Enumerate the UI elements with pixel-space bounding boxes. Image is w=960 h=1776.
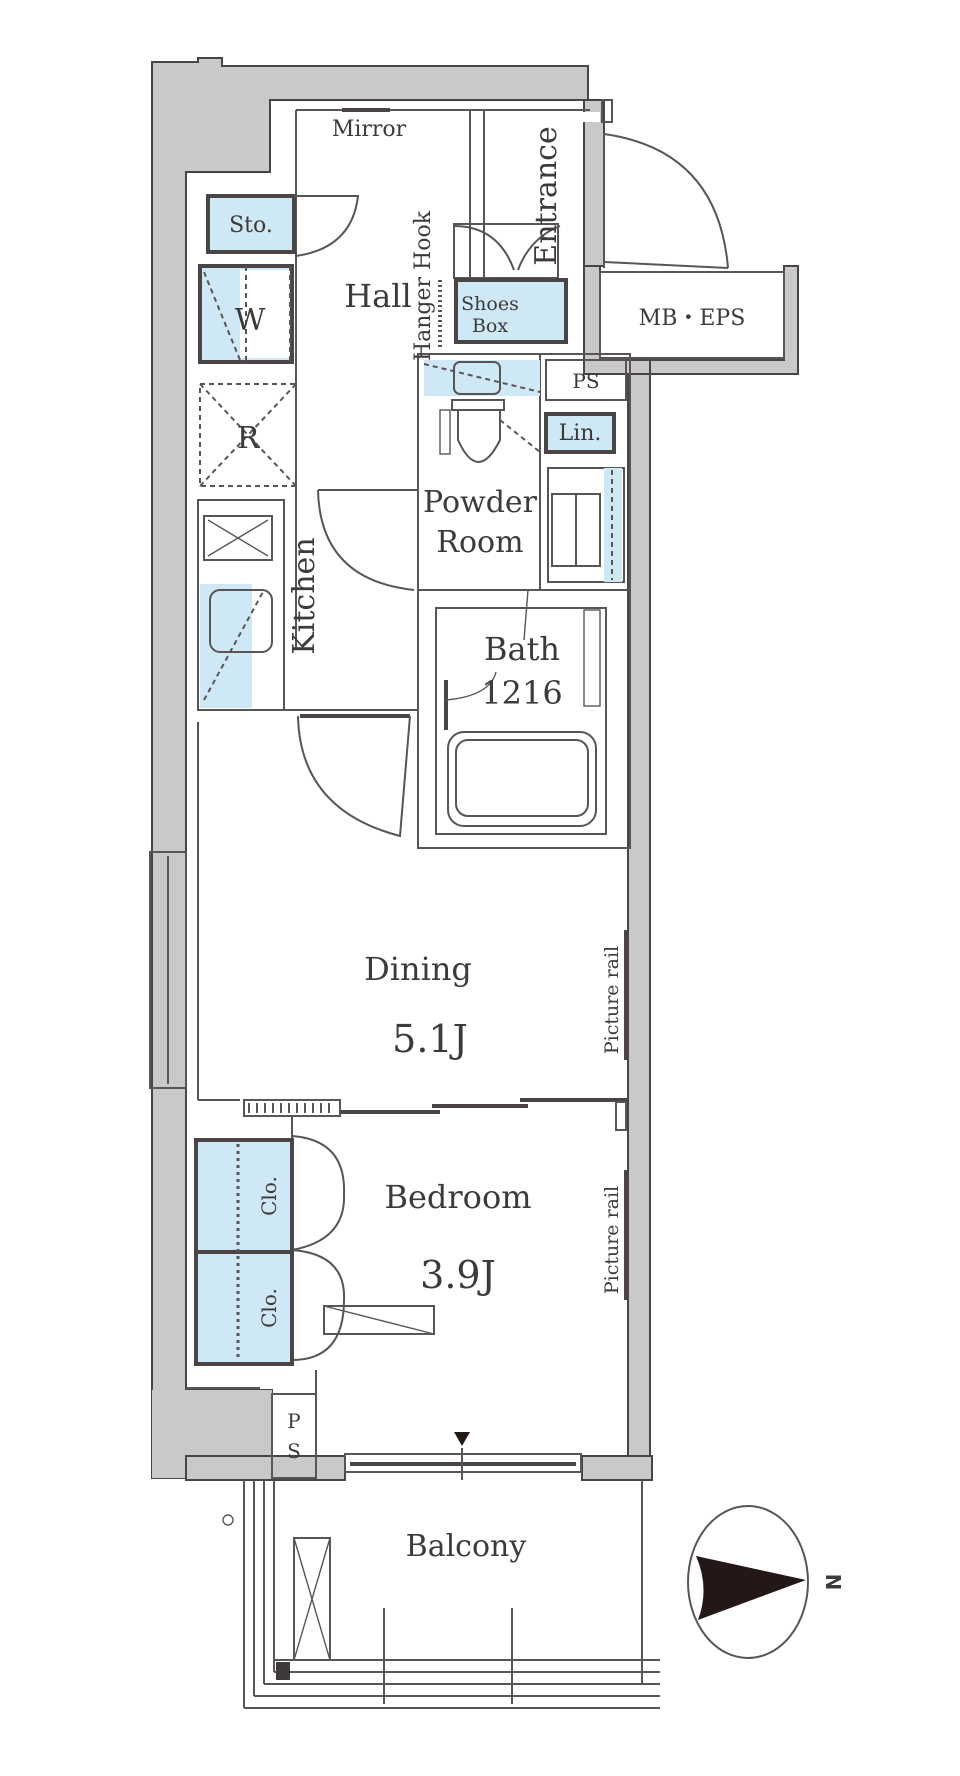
shoes-box [454,278,568,344]
label-north: N [821,1574,845,1591]
label-ps-bottom-line1: P [287,1409,300,1433]
storage-sto [206,194,296,254]
label-bedroom-size: 3.9J [420,1253,496,1297]
label-bath: Bath [484,630,560,668]
label-picture-rail-bedroom: Picture rail [601,1186,623,1294]
north-arrow-icon [696,1556,806,1620]
label-balcony: Balcony [406,1529,527,1564]
label-entrance: Entrance [529,126,564,265]
label-closet-1: Clo. [257,1176,281,1216]
label-closet-2: Clo. [257,1288,281,1328]
label-shoes-box-line2: Box [472,315,508,337]
room-labels: Mirror Hall Hanger Hook Entrance Shoes B… [229,117,845,1590]
label-mb-eps: MB・EPS [639,306,746,331]
label-picture-rail-dining: Picture rail [601,946,623,1054]
closet-2 [194,1250,294,1366]
label-storage: Sto. [229,213,273,238]
label-bedroom: Bedroom [384,1178,531,1216]
refrigerator-space [199,383,297,487]
compass [687,1505,809,1659]
label-powder-room-line1: Powder [423,485,538,520]
label-ps-top: PS [572,369,599,393]
sink-icon [209,589,273,653]
label-hall: Hall [344,277,411,315]
storage-blocks [194,194,785,1479]
ps-bottom-box [271,1393,317,1479]
label-washer: W [235,303,266,338]
label-shoes-box-line1: Shoes [461,293,519,315]
label-ps-bottom-line2: S [287,1439,301,1463]
label-hanger-hook: Hanger Hook [411,210,436,361]
label-bath-size: 1216 [481,674,562,712]
label-dining: Dining [364,950,472,988]
label-mirror: Mirror [332,117,407,142]
stove-icon [203,515,273,561]
label-kitchen: Kitchen [287,537,322,654]
window-marker-icon [454,1432,470,1446]
label-dining-size: 5.1J [392,1017,468,1061]
label-refrigerator: R [237,421,261,456]
label-linen: Lin. [559,421,602,446]
label-powder-room-line2: Room [436,525,523,560]
hatch-icon [293,1537,331,1661]
mb-eps-box [599,271,785,359]
balcony [222,1480,660,1709]
closet-1 [194,1138,294,1254]
